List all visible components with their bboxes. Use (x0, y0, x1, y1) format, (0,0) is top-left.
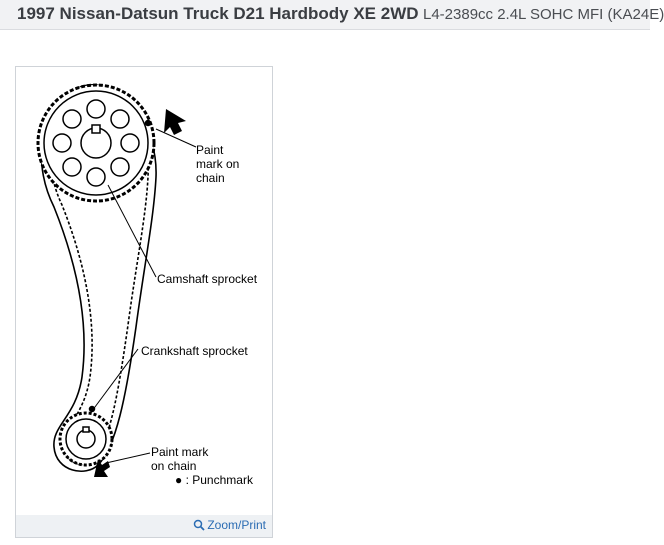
label-crankshaft-sprocket: Crankshaft sprocket (141, 344, 248, 358)
leader-camshaft (107, 184, 157, 278)
leader-paint-bottom (105, 452, 151, 464)
page-header: 1997 Nissan-Datsun Truck D21 Hardbody XE… (0, 0, 664, 30)
label-punchmark: ● : Punchmark (175, 473, 253, 487)
vehicle-title: 1997 Nissan-Datsun Truck D21 Hardbody XE… (17, 4, 419, 23)
leader-paint-top (155, 128, 197, 148)
timing-chain-diagram (36, 83, 197, 477)
paint-mark-arrow-bottom (94, 459, 110, 477)
engine-spec: L4-2389cc 2.4L SOHC MFI (KA24E) (422, 6, 664, 23)
paint-mark-arrow-top (164, 109, 186, 135)
leader-crankshaft (91, 348, 139, 412)
page-title: 1997 Nissan-Datsun Truck D21 Hardbody XE… (17, 4, 664, 24)
camshaft-sprocket (36, 83, 156, 203)
label-camshaft-sprocket: Camshaft sprocket (157, 272, 258, 286)
zoom-print-label: Zoom/Print (207, 518, 266, 532)
crankshaft-sprocket (58, 405, 114, 467)
label-paint-mark-top: Paint mark on chain (196, 143, 240, 185)
magnifier-icon (194, 519, 205, 531)
zoom-print-link[interactable]: Zoom/Print (193, 518, 266, 532)
diagram-card: Paint mark on chain Camshaft sprocket Cr… (15, 66, 273, 538)
label-paint-mark-bottom: Paint mark on chain (151, 445, 209, 473)
zoom-bar: Zoom/Print (16, 515, 272, 537)
